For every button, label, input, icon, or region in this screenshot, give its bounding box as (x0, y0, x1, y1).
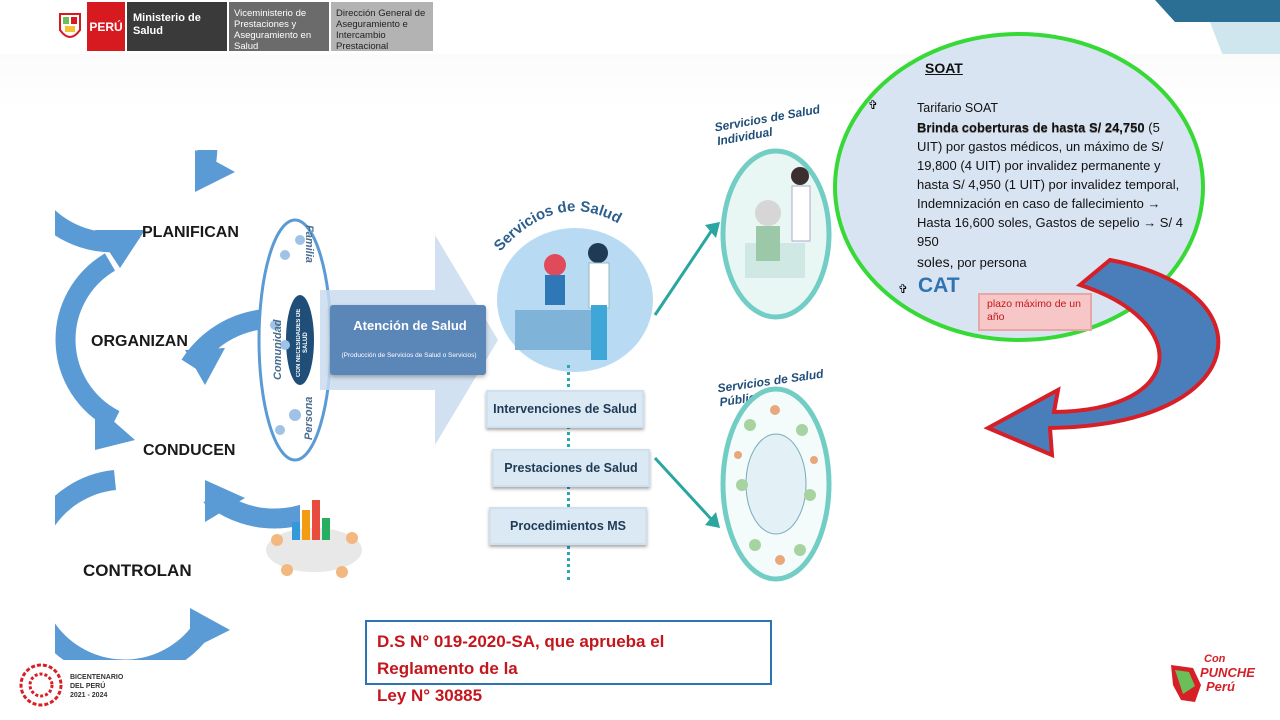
law-line-1: D.S N° 019-2020-SA, que aprueba el Regla… (377, 632, 665, 678)
header-logos: PERÚ Ministerio de Salud Viceministerio … (55, 2, 433, 52)
plazo-note: plazo máximo de un año (978, 293, 1092, 331)
peru-label: PERÚ (87, 2, 125, 51)
bicentenario-line-3: 2021 - 2024 (70, 692, 108, 699)
cat-label: CAT (918, 274, 960, 297)
punche-logo: Con PUNCHE Perú (1200, 652, 1255, 694)
needs-family-label: Familia (303, 225, 315, 263)
law-line-2: Ley N° 30885 (377, 686, 483, 705)
cycle-item-controlan: CONTROLAN (83, 561, 192, 580)
bicentenario-logo-icon (19, 663, 63, 707)
bicentenario-text: BICENTENARIO DEL PERÚ 2021 - 2024 (70, 673, 123, 700)
viceministry-label: Viceministerio de Prestaciones y Asegura… (229, 2, 329, 52)
box-intervenciones: Intervenciones de Salud (486, 390, 644, 428)
needs-center-label: CON NECESIDADES DE SALUD (296, 308, 309, 378)
ministry-label: Ministerio de Salud (127, 2, 227, 51)
attention-subtitle: (Producción de Servicios de Salud o Serv… (341, 352, 477, 359)
attention-box (330, 305, 486, 375)
meeting-illustration (266, 500, 362, 578)
attention-title: Atención de Salud (353, 318, 467, 333)
needs-person-label: Persona (303, 396, 315, 440)
teal-arrows (653, 222, 720, 528)
cat-bullet-icon: ✞ (898, 282, 909, 296)
soat-tarifario: Tarifario SOAT (917, 101, 999, 115)
punche-line-3: Perú (1206, 679, 1235, 694)
individual-services-illustration (720, 148, 832, 320)
box-procedimientos: Procedimientos MS (489, 507, 647, 545)
soat-body: (5 UIT) por gastos médicos, un máximo de… (917, 120, 1183, 249)
management-cycle (55, 150, 300, 660)
bicentenario-line-1: BICENTENARIO (70, 674, 124, 681)
cycle-item-conducen: CONDUCEN (143, 442, 236, 459)
soat-tail: por persona (953, 255, 1027, 270)
soat-tail-big: soles, (917, 254, 954, 270)
punche-line-2: PUNCHE (1200, 665, 1255, 680)
cycle-item-organizan: ORGANIZAN (91, 333, 188, 350)
direction-label: Dirección General de Aseguramiento e Int… (331, 2, 433, 52)
cycle-item-planifican: PLANIFICAN (142, 224, 239, 241)
soat-title: SOAT (925, 60, 963, 76)
soat-bold-intro: Brinda coberturas de hasta S/ 24,750 (917, 120, 1145, 135)
punche-peru-map-icon (1171, 665, 1201, 702)
box-prestaciones: Prestaciones de Salud (492, 449, 650, 487)
peru-shield-icon (55, 2, 85, 51)
tarifario-bullet-icon: ✞ (868, 98, 879, 112)
bicentenario-line-2: DEL PERÚ (70, 683, 106, 690)
needs-community-label: Comunidad (272, 319, 284, 381)
public-services-illustration (720, 386, 832, 582)
clinic-illustration (497, 228, 653, 372)
law-box: D.S N° 019-2020-SA, que aprueba el Regla… (365, 620, 772, 705)
punche-line-1: Con (1204, 653, 1226, 665)
soat-text: Tarifario SOAT Brinda coberturas de hast… (917, 99, 1187, 272)
curved-return-arrow (983, 257, 1221, 459)
